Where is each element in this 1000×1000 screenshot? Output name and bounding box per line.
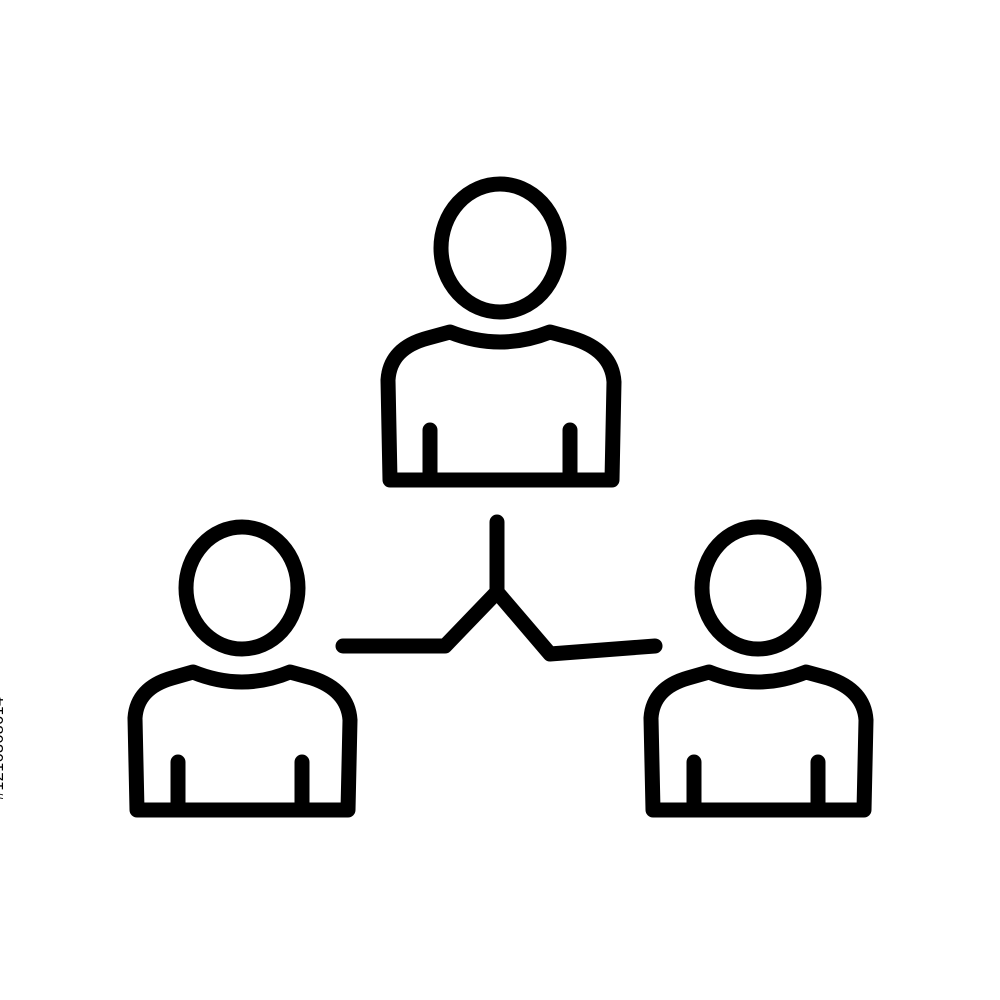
right-person-body	[643, 664, 874, 818]
connector-left-branch	[335, 584, 505, 654]
top-person-head	[433, 176, 567, 320]
left-person-body	[127, 664, 358, 818]
left-person-head	[178, 519, 306, 657]
top-person-body	[380, 324, 622, 488]
left-person-icon	[127, 519, 358, 818]
right-person-icon	[643, 519, 874, 818]
right-person-head	[694, 519, 822, 657]
watermark-id: #1216368614	[0, 696, 7, 800]
top-person-icon	[380, 176, 622, 488]
connector-right-branch	[489, 584, 663, 662]
connector-lines	[335, 514, 663, 662]
